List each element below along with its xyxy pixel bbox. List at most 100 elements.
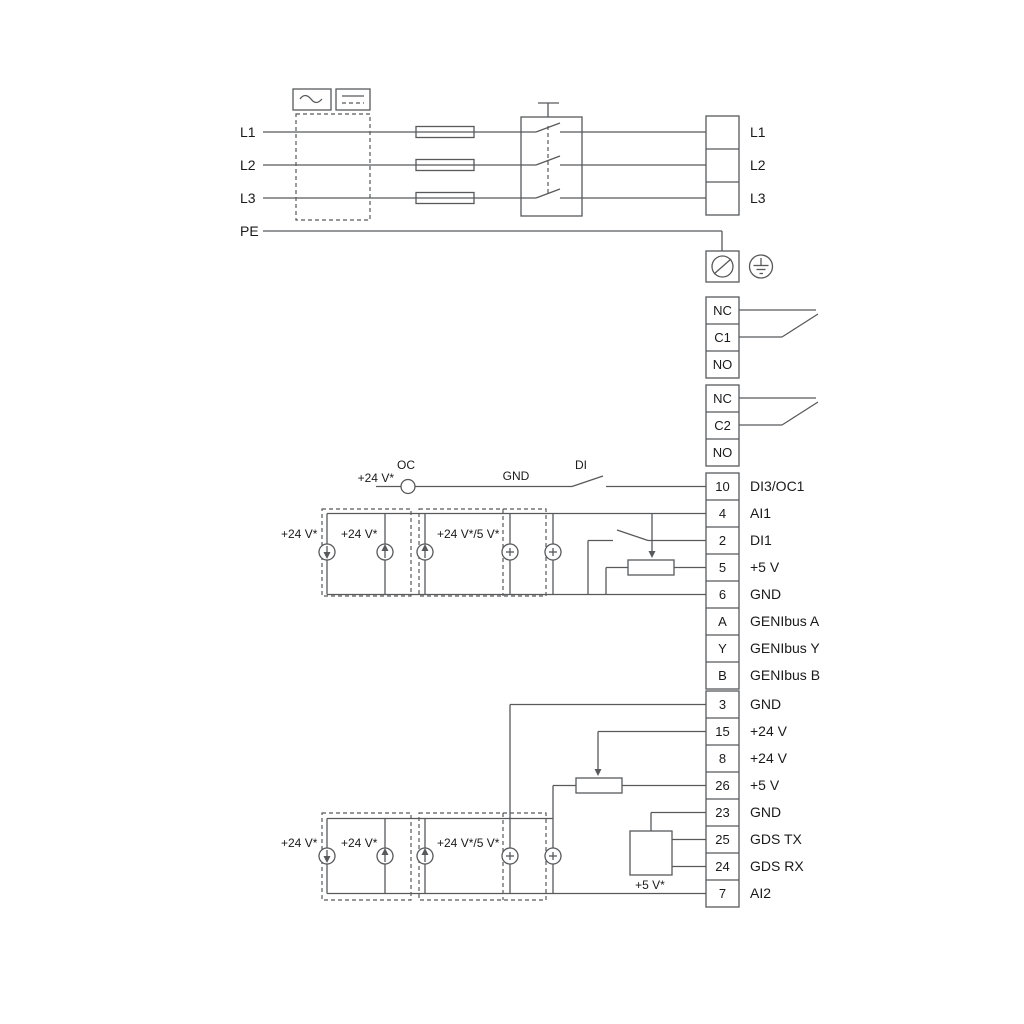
gnd-label: GND (503, 469, 530, 483)
di-label: DI (575, 458, 587, 472)
power-terminal-outline (705, 115, 740, 216)
io2-label-24v-b: +24 V (750, 750, 788, 766)
alt-dashed-box (418, 508, 547, 597)
relay2-c2: C2 (714, 418, 731, 433)
io2-pin-7: 7 (719, 886, 726, 901)
ac-symbol-box (292, 88, 332, 111)
relay2-contact-icon (739, 397, 819, 426)
voltage-source-icon (544, 847, 562, 865)
analog-alternatives-1: +24 V* +24 V* +24 V*/5 V* (281, 508, 706, 597)
alt3-supply-label: +24 V*/5 V* (437, 527, 500, 541)
io2-label-gnd: GND (750, 696, 781, 712)
alt2-supply-label: +24 V* (341, 836, 378, 850)
relay1-contact-icon (739, 309, 819, 338)
relay1-nc: NC (713, 303, 732, 318)
oc-di-wiring: +24 V* OC GND DI (358, 458, 706, 495)
io1-label-di1: DI1 (750, 532, 772, 548)
oc-label: OC (397, 458, 415, 472)
relay2-nc: NC (713, 391, 732, 406)
input-label-l1: L1 (240, 124, 256, 140)
io1-label-genibus-b: GENIbus B (750, 667, 820, 683)
power-section: L1 L2 L3 PE (240, 88, 774, 283)
relay1-no: NO (713, 357, 733, 372)
io2-label-gds-tx: GDS TX (750, 831, 803, 847)
input-label-l3: L3 (240, 190, 256, 206)
output-label-l1: L1 (750, 124, 766, 140)
current-source-icon (416, 543, 434, 561)
dc-symbol-box (335, 88, 371, 111)
sensor-supply-label: +5 V* (635, 878, 665, 892)
current-source-icon (416, 847, 434, 865)
io2-pin-24: 24 (715, 859, 729, 874)
io2-pin-3: 3 (719, 697, 726, 712)
output-label-l3: L3 (750, 190, 766, 206)
switch-contact-l3-icon (535, 188, 561, 199)
pe-screw-icon (711, 255, 734, 278)
input-label-pe: PE (240, 223, 259, 239)
relay-2-block: NC C2 NO (705, 384, 819, 467)
fuses (415, 125, 475, 205)
di-switch-icon (571, 475, 604, 488)
voltage-source-icon (501, 847, 519, 865)
relay-1-block: NC C1 NO (705, 296, 819, 379)
fuse-l3-icon (415, 191, 475, 205)
io1-label-5v: +5 V (750, 559, 780, 575)
relay1-c1: C1 (714, 330, 731, 345)
io2-pin-25: 25 (715, 832, 729, 847)
alt-dashed-box (418, 812, 547, 901)
pe-section (263, 230, 774, 283)
earth-ground-icon (748, 254, 774, 279)
lower-wiring: +5 V* (509, 703, 706, 892)
open-collector-icon (400, 478, 416, 495)
io1-pin-4: 4 (719, 506, 726, 521)
io2-pin-26: 26 (715, 778, 729, 793)
io1-label-di3oc1: DI3/OC1 (750, 478, 805, 494)
io1-pin-a: A (718, 614, 727, 629)
io1-pin-b: B (718, 668, 727, 683)
oc-supply-label: +24 V* (358, 471, 395, 485)
current-source-icon (318, 543, 336, 561)
io1-pin-10: 10 (715, 479, 729, 494)
io2-label-5v: +5 V (750, 777, 780, 793)
io-terminal-block-1: 10 4 2 5 6 A Y B DI3/OC1 AI1 DI1 +5 V GN… (705, 472, 820, 690)
ac-box (292, 88, 332, 111)
relay2-no: NO (713, 445, 733, 460)
alt3-supply-label: +24 V*/5 V* (437, 836, 500, 850)
voltage-source-icon (544, 543, 562, 561)
voltage-source-icon (501, 543, 519, 561)
io1-pin-y: Y (718, 641, 727, 656)
io2-label-ai2: AI2 (750, 885, 771, 901)
power-terminal-block: L1 L2 L3 (705, 115, 766, 216)
current-source-icon (318, 847, 336, 865)
io2-label-gds-rx: GDS RX (750, 858, 804, 874)
io1-pin-6: 6 (719, 587, 726, 602)
pe-screw-slot-icon (713, 258, 732, 275)
io1-label-genibus-y: GENIbus Y (750, 640, 820, 656)
fuse-l1-icon (415, 125, 475, 139)
io1-label-gnd: GND (750, 586, 781, 602)
pe-terminal-box (705, 250, 740, 283)
potentiometer-2-icon (552, 730, 706, 819)
dc-box (335, 88, 371, 111)
input-label-l2: L2 (240, 157, 256, 173)
io-terminal-block-2: 3 15 8 26 23 25 24 7 GND +24 V +24 V +5 … (705, 690, 804, 908)
io2-pin-8: 8 (719, 751, 726, 766)
io2-pin-23: 23 (715, 805, 729, 820)
io1-pin-5: 5 (719, 560, 726, 575)
filter-dashed-box (295, 113, 371, 221)
io2-label-24v-a: +24 V (750, 723, 788, 739)
io2-pin-15: 15 (715, 724, 729, 739)
output-label-l2: L2 (750, 157, 766, 173)
potentiometer-1-icon (605, 513, 706, 595)
fuse-l2-icon (415, 158, 475, 172)
alt1-supply-label: +24 V* (281, 836, 318, 850)
current-source-icon (376, 847, 394, 865)
analog-alternatives-2: +24 V* +24 V* +24 V*/5 V* (281, 812, 706, 901)
switch-box (520, 116, 583, 217)
alt2-supply-label: +24 V* (341, 527, 378, 541)
main-switch (520, 102, 706, 217)
alt1-supply-label: +24 V* (281, 527, 318, 541)
io1-label-ai1: AI1 (750, 505, 771, 521)
